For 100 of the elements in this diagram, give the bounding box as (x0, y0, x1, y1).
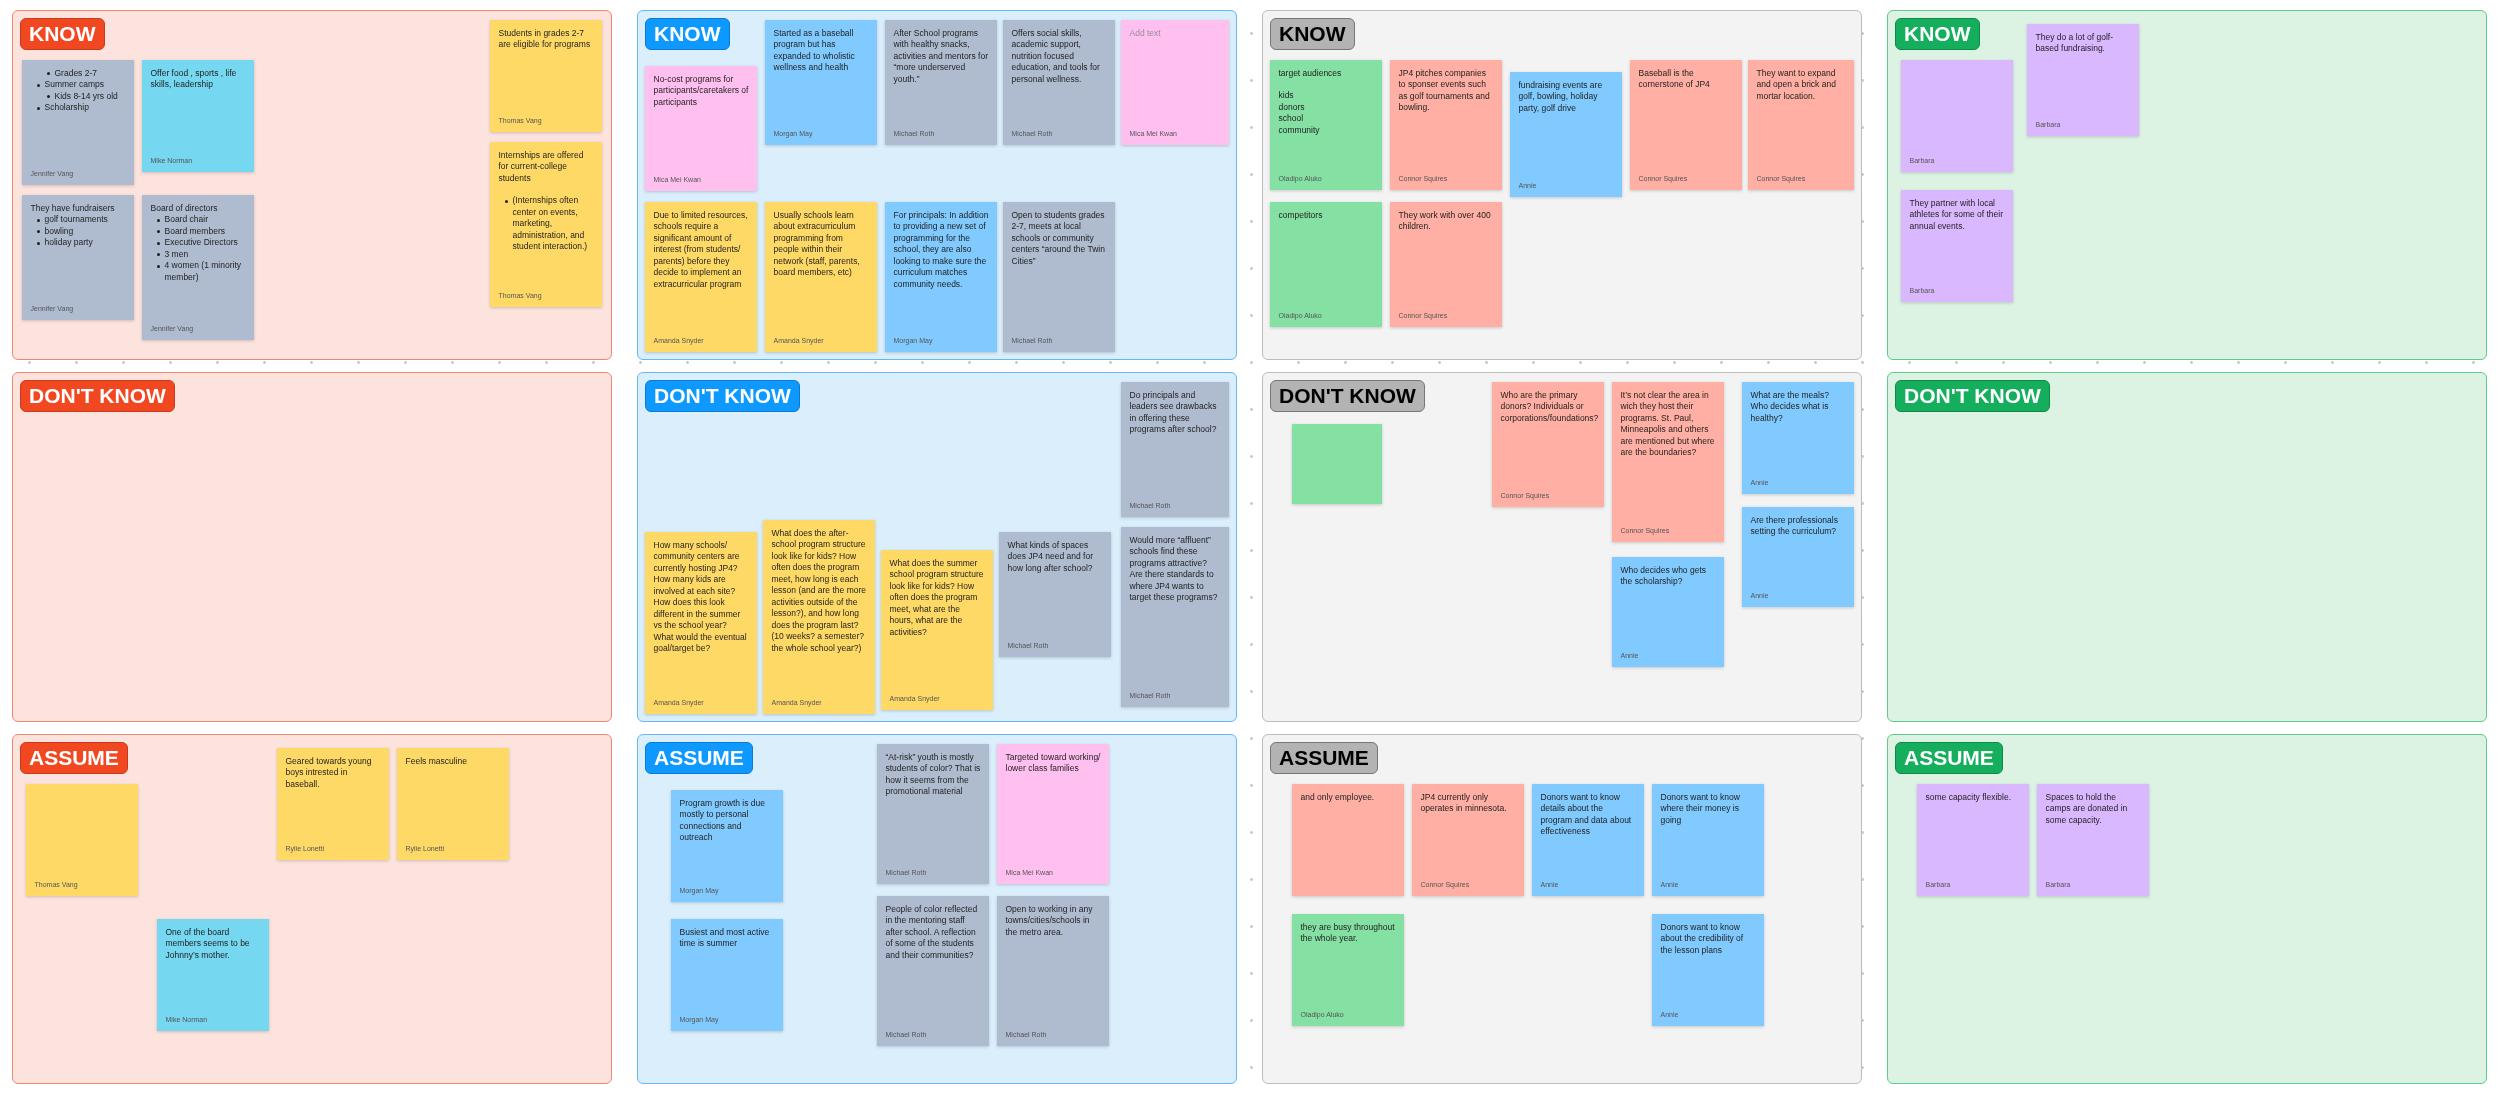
sticky-note (1291, 913, 1404, 1026)
note-text: Spaces to hold the camps are donated in some capacity. (2045, 791, 2129, 826)
bullet-item: Kids 8-14 yrs old (54, 90, 118, 102)
note-text: After School programs with healthy snacks, activities and mentors for “more underserved youth.” (893, 27, 989, 85)
sticky-note (1002, 201, 1115, 352)
bullet-item: 4 women (1 minority member) (164, 260, 243, 283)
note-text: What does the after-school program structure look like for kids? How often does the program meet, how long is each lesson (and are the more activities outside of the lesson?), and how long does the program last? (10 weeks? a semester? the whole school year?) (771, 527, 867, 654)
note-text: Feels masculine (405, 755, 468, 767)
sticky-note (876, 743, 989, 884)
note-text: What kinds of spaces does JP4 need and for how long after school? (1007, 539, 1095, 574)
sticky-note (1916, 783, 2029, 896)
note-text: Usually schools learn about extracurriculum programming from people within their network (staff, parents, board members, etc) (773, 209, 861, 279)
note-text: For principals: In addition to providing a new set of programming for the school, they are also looking to make sure the curriculum matches community needs. (893, 209, 989, 290)
sticky-note (1389, 59, 1502, 190)
note-text: JP4 pitches companies to sponser events such as golf tournaments and bowling. (1398, 67, 1491, 114)
sticky-note (762, 519, 875, 714)
note-text: No-cost programs for participants/caretakers of participants (653, 73, 749, 108)
note-text: Open to working in any towns/cities/schools in the metro area. (1005, 903, 1094, 938)
note-text: school (1278, 113, 1305, 125)
sticky-note (21, 194, 134, 320)
sticky-note (141, 59, 254, 172)
section-panel (1262, 10, 1862, 360)
note-text: target audiences (1278, 67, 1343, 79)
sticky-note (1269, 59, 1382, 190)
sticky-note (764, 201, 877, 352)
sticky-note (21, 59, 134, 185)
sticky-note (1900, 59, 2013, 172)
section-label: KNOW (1270, 18, 1355, 50)
note-text: Started as a baseball program but has expanded to wholistic wellness and health (773, 27, 856, 74)
note-text: Students in grades 2-7 are eligible for programs (498, 27, 592, 51)
bullet-item: Board members (164, 225, 225, 237)
section-panel (637, 372, 1237, 722)
sticky-note (489, 19, 602, 132)
note-text: Donors want to know about the credibility of the lesson plans (1660, 921, 1745, 956)
bullet-item: Scholarship (44, 102, 89, 114)
section-label: ASSUME (1895, 742, 2003, 774)
note-text: Busiest and most active time is summer (679, 926, 771, 950)
section-label: DON'T KNOW (645, 380, 800, 412)
note-text: People of color reflected in the mentoring staff after school. A reflection of some of the students and their communities? (885, 903, 979, 961)
section-panel (1887, 372, 2487, 722)
section-panel (637, 10, 1237, 360)
note-text: Donors want to know details about the program and data about effectiveness (1540, 791, 1633, 838)
sticky-note (1291, 423, 1382, 504)
sticky-note (764, 19, 877, 145)
bullet-item: holiday party (44, 237, 93, 249)
section-label: ASSUME (645, 742, 753, 774)
section-panel (1262, 372, 1862, 722)
note-text: and only employee. (1300, 791, 1376, 803)
note-text: JP4 currently only operates in minnesota. (1420, 791, 1508, 815)
note-text: they are busy throughout the whole year. (1300, 921, 1396, 945)
sticky-note (876, 895, 989, 1046)
bullet-item: Board chair (164, 214, 208, 226)
note-text: Who decides who gets the scholarship? (1620, 564, 1708, 588)
bullet-item: (Internships often center on events, marketing, administration, and student interaction.) (512, 195, 589, 253)
section-label: KNOW (1895, 18, 1980, 50)
sticky-note (1651, 783, 1764, 896)
note-text: Geared towards young boys intrested in baseball. (285, 755, 373, 790)
note-text: community (1278, 124, 1321, 136)
section-label: ASSUME (1270, 742, 1378, 774)
sticky-note (1531, 783, 1644, 896)
sticky-note (1509, 71, 1622, 197)
note-text: Do principals and leaders see drawbacks in offering these programs after school? (1129, 389, 1218, 436)
section-panel (12, 734, 612, 1084)
note-text: Due to limited resources, schools require a significant amount of interest (from students/ parents) before they decide to implement an extracurricular program (653, 209, 749, 290)
sticky-note (1611, 381, 1724, 542)
note-text: Are there professionals setting the curriculum? (1750, 514, 1839, 538)
note-text: donors (1278, 101, 1306, 113)
section-label: DON'T KNOW (1270, 380, 1425, 412)
note-text: Internships are offered for current-college students (498, 149, 585, 184)
note-text: Donors want to know where their money is going (1660, 791, 1741, 826)
sticky-note (1120, 381, 1229, 517)
sticky-note (1291, 783, 1404, 896)
sticky-note (996, 743, 1109, 884)
sticky-note (276, 747, 389, 860)
sticky-note (1651, 913, 1764, 1026)
bullet-item: golf tournaments (44, 214, 108, 226)
section-label: DON'T KNOW (20, 380, 175, 412)
note-text: some capacity flexible. (1925, 791, 2012, 803)
sticky-note (1120, 19, 1229, 145)
section-panel (12, 10, 612, 360)
sticky-note (1741, 381, 1854, 494)
note-text: kids (1278, 90, 1295, 102)
sticky-note (1741, 506, 1854, 607)
sticky-note (1611, 556, 1724, 667)
note-text: It’s not clear the area in wich they host their programs. St. Paul, Minneapolis and others are mentioned but where are the boundaries? (1620, 389, 1716, 459)
sticky-note (141, 194, 254, 340)
section-panel (1887, 10, 2487, 360)
sticky-note (644, 531, 757, 714)
bullet-item: 3 men (164, 248, 189, 260)
note-text: fundraising events are golf, bowling, holiday party, golf drive (1518, 79, 1604, 114)
sticky-note (996, 895, 1109, 1046)
sticky-note (1747, 59, 1854, 190)
sticky-note (156, 918, 269, 1031)
note-text: Who are the primary donors? Individuals or corporations/foundations? (1500, 389, 1596, 424)
sticky-note (1411, 783, 1524, 896)
note-text: Offer food , sports , life skills, leadership (150, 67, 238, 91)
sticky-note (884, 19, 997, 145)
sticky-note (1491, 381, 1604, 507)
sticky-note (670, 918, 783, 1031)
bullet-item: Grades 2-7 (54, 67, 98, 79)
